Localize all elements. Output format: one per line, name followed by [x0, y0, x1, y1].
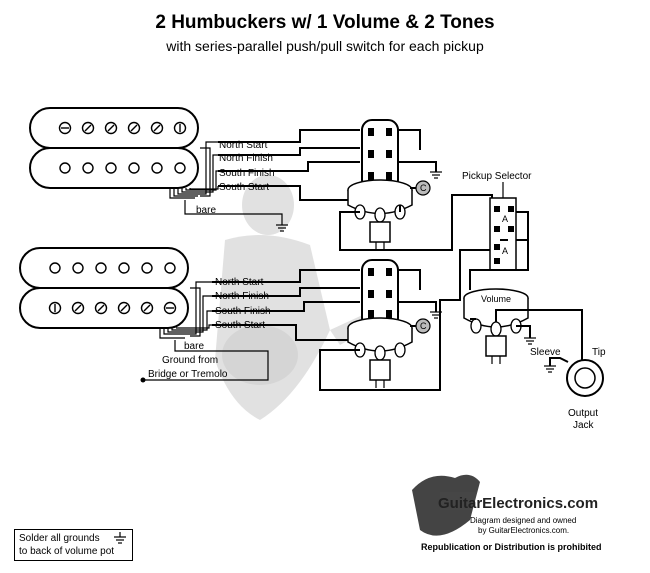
bridge-north-start-label: North Start [215, 277, 264, 288]
jack-ground-symbol [544, 365, 556, 373]
sleeve-label: Sleeve [530, 347, 561, 358]
guitar-electronics-logo: GuitarElectronics.com Diagram designed a… [412, 474, 602, 552]
bridge-or-tremolo-label: Bridge or Tremolo [148, 369, 228, 380]
neck-tone-pot [347, 119, 413, 250]
output-jack [549, 357, 604, 397]
solder-grounds-note: Solder all grounds to back of volume pot [14, 529, 133, 561]
neck-north-finish-label: North Finish [219, 153, 273, 164]
neck-south-start-label: South Start [219, 182, 269, 193]
bridge-humbucker [19, 247, 189, 329]
owned-by-text: by GuitarElectronics.com. [478, 526, 569, 535]
note-line-2: to back of volume pot [19, 546, 115, 557]
note-ground-icon [114, 532, 126, 544]
bridge-pickup-leads [143, 269, 360, 381]
neck-south-finish-label: South Finish [219, 168, 275, 179]
jack-label: Jack [573, 420, 595, 431]
bridge-south-start-label: South Start [215, 320, 265, 331]
note-line-1: Solder all grounds [19, 533, 100, 544]
logo-text: GuitarElectronics.com [438, 495, 598, 512]
volume-label: Volume [481, 294, 511, 304]
pickup-selector-switch [489, 182, 529, 271]
neck-pot-wires [339, 129, 493, 251]
diagram-title: 2 Humbuckers w/ 1 Volume & 2 Tones [155, 12, 495, 33]
output-label: Output [568, 408, 598, 419]
tip-label: Tip [592, 347, 606, 358]
neck-bare-label: bare [196, 205, 216, 216]
diagram-subtitle: with series-parallel push/pull switch fo… [166, 38, 484, 54]
bridge-cap-label: C [420, 321, 427, 331]
rights-text: Republication or Distribution is prohibi… [421, 542, 602, 552]
designed-text: Diagram designed and owned [470, 516, 576, 525]
bridge-south-finish-label: South Finish [215, 306, 271, 317]
neck-cap-label: C [420, 183, 427, 193]
bridge-tone-pot [347, 259, 413, 388]
neck-wire-labels: North Start North Finish South Finish So… [196, 140, 275, 216]
selector-to-volume-wire [469, 240, 529, 290]
ground-wire-end [140, 377, 146, 383]
neck-north-start-label: North Start [219, 140, 268, 151]
bridge-wire-labels: North Start North Finish South Finish So… [148, 277, 271, 380]
bridge-bare-label: bare [184, 341, 204, 352]
neck-humbucker [29, 107, 199, 189]
selector-tab-a1: A [502, 214, 508, 224]
pickup-selector-label: Pickup Selector [462, 171, 532, 182]
neck-pot-ground [430, 171, 442, 179]
ground-from-label: Ground from [162, 355, 218, 366]
selector-tab-a2: A [502, 246, 508, 256]
bridge-north-finish-label: North Finish [215, 291, 269, 302]
neck-ground-symbol [276, 224, 288, 232]
bridge-pot-ground [430, 311, 442, 319]
bridge-pot-wires [319, 240, 493, 391]
volume-ground-symbol [524, 337, 536, 345]
neck-pickup-leads [169, 129, 360, 225]
